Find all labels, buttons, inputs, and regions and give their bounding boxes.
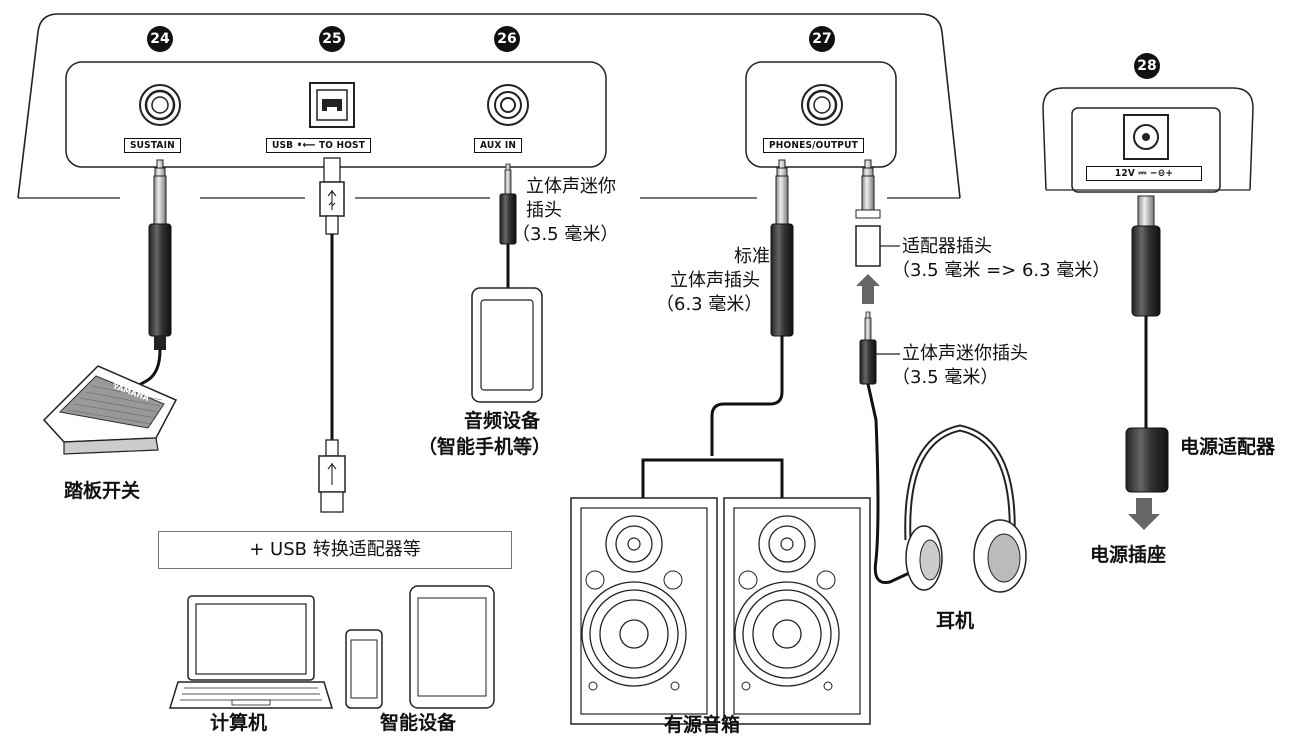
- speakers-label: 有源音箱: [664, 714, 741, 736]
- pedal-icon: YAMAHA: [42, 365, 178, 455]
- jack-number-24: 24: [147, 26, 173, 52]
- aux-plug-label-3: （3.5 毫米）: [512, 224, 619, 245]
- standard-stereo-plug: [770, 159, 794, 337]
- adapter-plug-label-1: 适配器插头: [902, 236, 992, 257]
- sustain-cable: [119, 349, 162, 398]
- outlet-label: 电源插座: [1090, 544, 1167, 566]
- power-adapter-icon: [1125, 427, 1169, 493]
- tablet-icon: [409, 585, 495, 709]
- laptop-icon: [168, 595, 334, 709]
- arrow-up-icon: [856, 274, 880, 304]
- power-jack-label: 12V ⎓ −⊖+: [1086, 166, 1202, 181]
- jack-number-25: 25: [319, 26, 345, 52]
- mini-plug-label-1: 立体声迷你插头: [902, 343, 1028, 364]
- jack-number-26: 26: [494, 26, 520, 52]
- computer-label: 计算机: [210, 712, 268, 734]
- usb-b-plug: [319, 157, 345, 235]
- usb-adapter-label: + USB 转换适配器等: [158, 531, 512, 569]
- jack-number-27: 27: [809, 26, 835, 52]
- adapter-plug-label-2: （3.5 毫米 => 6.3 毫米）: [892, 260, 1111, 281]
- phone-small-icon: [345, 629, 383, 709]
- phones-jack-label: PHONES/OUTPUT: [763, 138, 864, 153]
- dc-plug: [1131, 195, 1161, 317]
- adapter-plug: [855, 159, 881, 267]
- smart-device-label: 智能设备: [380, 712, 457, 734]
- sustain-jack-label: SUSTAIN: [124, 138, 181, 153]
- headphones-label: 耳机: [936, 610, 975, 632]
- aux-plug-label-1: 立体声迷你: [526, 176, 616, 197]
- headphone-cable: [866, 383, 921, 585]
- aux-plug-label-2: 插头: [526, 200, 562, 221]
- power-adapter-label: 电源适配器: [1180, 436, 1276, 458]
- phones-output-jack[interactable]: [801, 84, 843, 126]
- audio-device-label-2: （智能手机等）: [418, 436, 552, 458]
- usb-a-plug: [318, 439, 346, 513]
- usb-to-host-port[interactable]: [309, 82, 355, 128]
- standard-plug-label-3: （6.3 毫米）: [656, 294, 763, 315]
- standard-plug-label-1: 标准: [734, 246, 770, 267]
- pedal-label: 踏板开关: [64, 480, 141, 502]
- headphones-icon: [904, 424, 1027, 593]
- aux-in-jack[interactable]: [487, 84, 529, 126]
- aux-jack-label: AUX IN: [474, 138, 523, 153]
- standard-plug-label-2: 立体声插头: [670, 270, 760, 291]
- jack-number-28: 28: [1134, 53, 1160, 79]
- sustain-plug: [148, 159, 172, 350]
- sustain-jack[interactable]: [139, 84, 181, 126]
- speaker-right-icon: [723, 497, 871, 725]
- audio-device-label-1: 音频设备: [464, 410, 541, 432]
- speaker-left-icon: [570, 497, 718, 725]
- mini-plug-label-2: （3.5 毫米）: [892, 367, 999, 388]
- speaker-cable: [641, 336, 784, 500]
- arrow-down-icon: [1128, 498, 1160, 530]
- usb-jack-label: USB •⟵ TO HOST: [266, 138, 372, 153]
- smartphone-icon: [471, 287, 543, 403]
- instrument-body: [17, 13, 961, 199]
- aux-mini-plug: [499, 163, 517, 245]
- headphone-mini-plug: [859, 311, 877, 385]
